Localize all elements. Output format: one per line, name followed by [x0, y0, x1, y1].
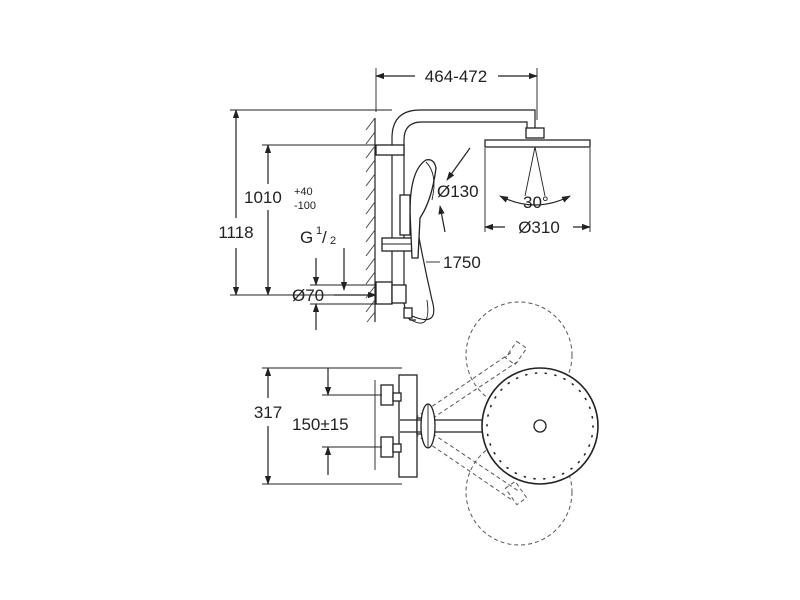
hand-shower [399, 159, 437, 259]
dimension-diameter-70: Ø70 [292, 258, 377, 330]
label-adjust-minus: -100 [294, 200, 316, 212]
label-thread-num: 1 [316, 225, 322, 237]
spray-angle [499, 146, 571, 206]
label-adjust-plus: +40 [294, 186, 313, 198]
side-elevation-view: 464-472 1118 1010 +40 -100 G 1 / 2 [218, 67, 591, 330]
mixer-plan [380, 374, 428, 478]
dimension-adjust-height: 1010 +40 -100 [244, 144, 376, 296]
thread-slash: / [322, 228, 327, 247]
label-overall-height: 1118 [218, 223, 253, 242]
head-shower-plan [481, 367, 599, 485]
dimension-diameter-130: Ø130 [437, 147, 479, 233]
label-thread-g: G [300, 228, 313, 247]
dimension-diameter-310: Ø310 [484, 148, 591, 237]
wall-hatching [365, 117, 376, 323]
dimension-hose-length: 1750 [426, 253, 481, 272]
label-depth-317: 317 [254, 403, 282, 422]
dimension-spacing: 150±15 [292, 368, 382, 475]
label-spacing: 150±15 [292, 415, 349, 434]
label-diameter-70: Ø70 [292, 286, 324, 305]
dimension-arm-width: 464-472 [375, 67, 538, 120]
label-hose-length: 1750 [443, 253, 481, 272]
label-diameter-130: Ø130 [437, 182, 479, 201]
label-angle-30: 30° [523, 193, 549, 212]
dimension-thread: G 1 / 2 [300, 225, 348, 291]
label-diameter-310: Ø310 [518, 218, 560, 237]
shower-riser-pipe [375, 109, 536, 321]
dimension-depth-317: 317 [254, 367, 402, 485]
label-adjust-height: 1010 [244, 188, 282, 207]
head-shower-side [484, 127, 591, 150]
plan-view: 317 150±15 [254, 301, 599, 546]
dashed-rotated-positions [414, 301, 573, 546]
label-arm-width: 464-472 [425, 67, 487, 86]
label-thread-den: 2 [330, 235, 336, 247]
